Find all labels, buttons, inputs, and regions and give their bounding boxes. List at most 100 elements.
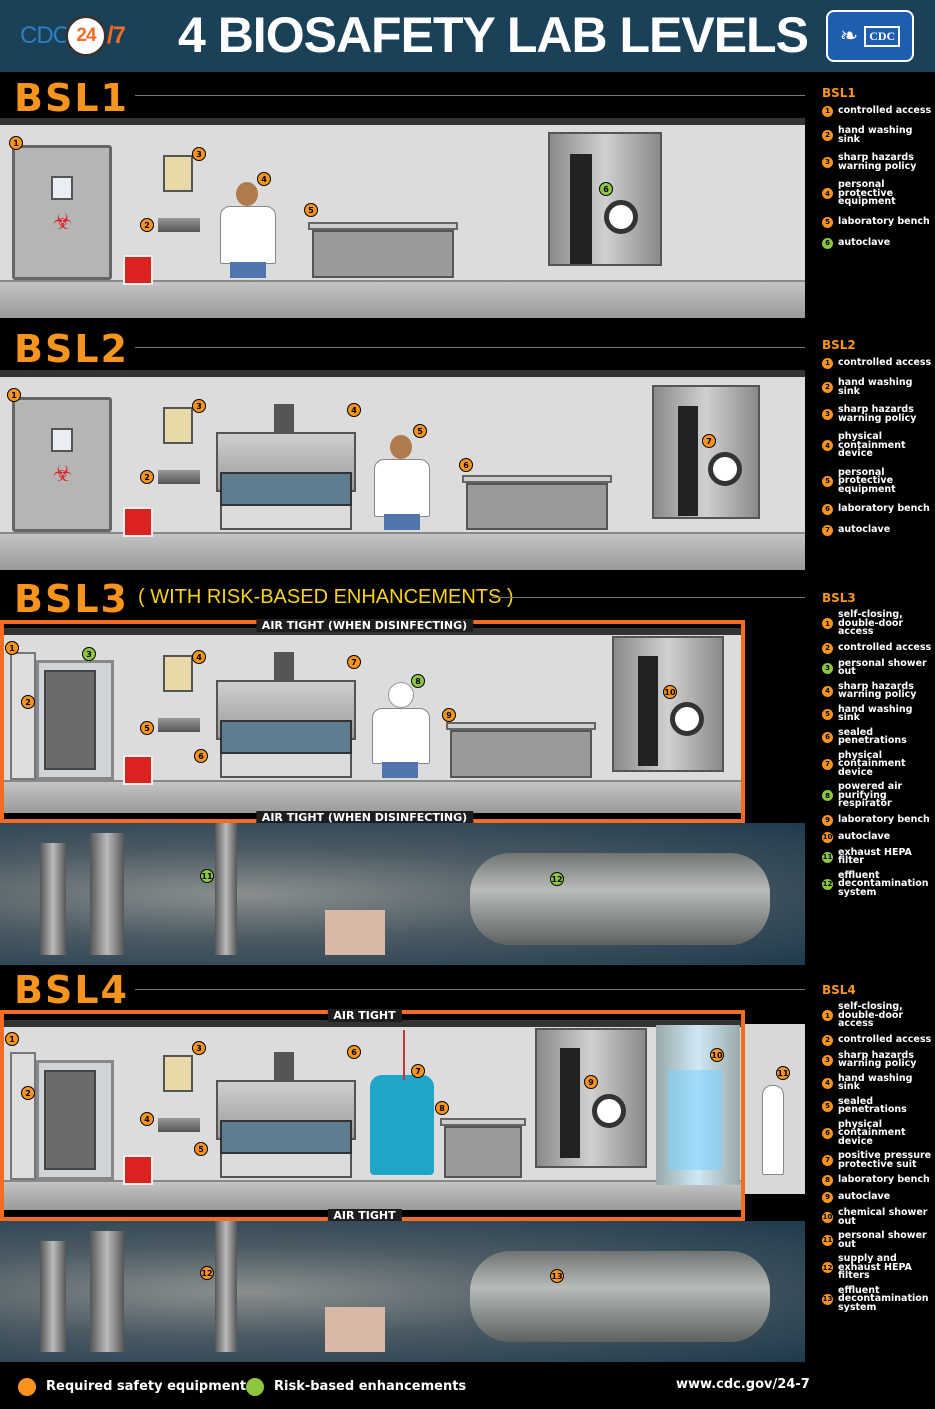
door: ☣ [12, 145, 112, 280]
legend-label: laboratory bench [838, 215, 930, 227]
autoclave-port [708, 452, 742, 486]
item-marker: 1 [7, 388, 21, 402]
legend-label: controlled access [838, 357, 932, 369]
autoclave-port [592, 1094, 626, 1128]
item-marker: 2 [140, 218, 154, 232]
legend-label: positive pressure protective suit [838, 1150, 932, 1170]
anteroom-door [10, 652, 36, 780]
legend-label: personal shower out [838, 1230, 927, 1250]
autoclave [612, 636, 724, 772]
person-after-shower [762, 1085, 784, 1175]
footer-url-link[interactable]: www.cdc.gov/24-7 [676, 1377, 810, 1392]
hhs-eagle-icon: ❧ [839, 23, 859, 49]
effluent-tank [470, 1251, 770, 1342]
legend-label: autoclave [838, 524, 891, 536]
legend-label: sharp hazards warning policy [838, 1049, 917, 1069]
risk-based-dot-icon [246, 1378, 264, 1396]
legend-label: exhaust HEPA filter [838, 846, 912, 866]
item-marker: 10 [710, 1048, 724, 1062]
laboratory-bench [450, 730, 592, 778]
autoclave-panel [638, 656, 658, 766]
item-marker: 11 [200, 869, 214, 883]
item-marker: 1 [5, 1032, 19, 1046]
legend-number-badge: 10 [822, 831, 833, 843]
legend-number-badge: 2 [822, 130, 833, 141]
legend-label: personal protective equipment [838, 179, 896, 207]
item-marker: 5 [140, 721, 154, 735]
hepa-effluent-photo [0, 1221, 805, 1362]
legend-number-badge: 5 [822, 708, 833, 720]
person-legs [384, 514, 420, 530]
legend-label: hand washing sink [838, 377, 913, 397]
legend-number-badge: 3 [822, 409, 833, 420]
item-marker: 11 [776, 1066, 790, 1080]
laboratory-bench [466, 483, 608, 530]
legend-label: effluent decontamination system [838, 869, 929, 898]
hand-sink [158, 470, 200, 484]
section-title: BSL3 [14, 577, 129, 621]
autoclave [535, 1028, 647, 1168]
legend-label: hand washing sink [838, 125, 913, 145]
section-title: BSL4 [14, 968, 129, 1012]
legend-number-badge: 5 [822, 1100, 833, 1112]
duct-pipe [40, 1241, 66, 1352]
logo-24-text: 24 [76, 25, 96, 46]
hand-sink [158, 718, 200, 732]
legend-number-badge: 6 [822, 731, 833, 743]
person-head [236, 182, 258, 206]
item-marker: 7 [347, 655, 361, 669]
legend-label: autoclave [838, 1191, 891, 1203]
logo-7-text: /7 [107, 22, 126, 49]
legend-number-badge: 11 [822, 1235, 833, 1246]
biohazard-icon: ☣ [52, 209, 73, 235]
legend-number-badge: 2 [822, 642, 833, 654]
airtight-label-top: AIR TIGHT (WHEN DISINFECTING) [255, 619, 474, 632]
airtight-label-top: AIR TIGHT [327, 1009, 402, 1022]
legend-label: physical containment device [838, 431, 906, 459]
legend-label: supply and exhaust HEPA filters [838, 1253, 912, 1281]
legend-label: physical containment device [838, 749, 906, 778]
section-subtitle: ( WITH RISK-BASED ENHANCEMENTS ) [138, 586, 514, 608]
legend-label: personal protective equipment [838, 466, 896, 495]
legend-label: self-closing, double-door access [838, 1001, 904, 1029]
item-marker: 2 [21, 695, 35, 709]
section-title: BSL1 [14, 76, 129, 120]
item-marker: 3 [82, 647, 96, 661]
legend-label: physical containment device [838, 1118, 906, 1147]
bench-top [308, 222, 458, 230]
legend-number-badge: 6 [822, 237, 833, 249]
biohazard-waste-bin [123, 755, 153, 785]
filter-boxes [325, 1307, 385, 1352]
legend-number-badge: 3 [822, 662, 833, 674]
duct-pipe [215, 823, 237, 955]
item-marker: 2 [21, 1086, 35, 1100]
legend-number-badge: 10 [822, 1212, 833, 1223]
legend-number-badge: 2 [822, 382, 833, 393]
item-marker: 2 [140, 470, 154, 484]
effluent-tank [470, 853, 770, 945]
legend-number-badge: 3 [822, 157, 833, 168]
airtight-label-bottom: AIR TIGHT (WHEN DISINFECTING) [255, 811, 474, 824]
legend-label: autoclave [838, 830, 891, 842]
item-marker: 5 [413, 424, 427, 438]
legend-label: powered air purifying respirator [838, 781, 903, 809]
legend-label: autoclave [838, 236, 891, 248]
legend-number-badge: 2 [822, 1034, 833, 1046]
section-title: BSL2 [14, 327, 129, 371]
legend-number-badge: 8 [822, 1175, 833, 1186]
legend-label: sharp hazards warning policy [838, 152, 917, 172]
item-marker: 8 [435, 1101, 449, 1115]
person-legs [382, 762, 418, 778]
legend-number-badge: 1 [822, 618, 833, 630]
